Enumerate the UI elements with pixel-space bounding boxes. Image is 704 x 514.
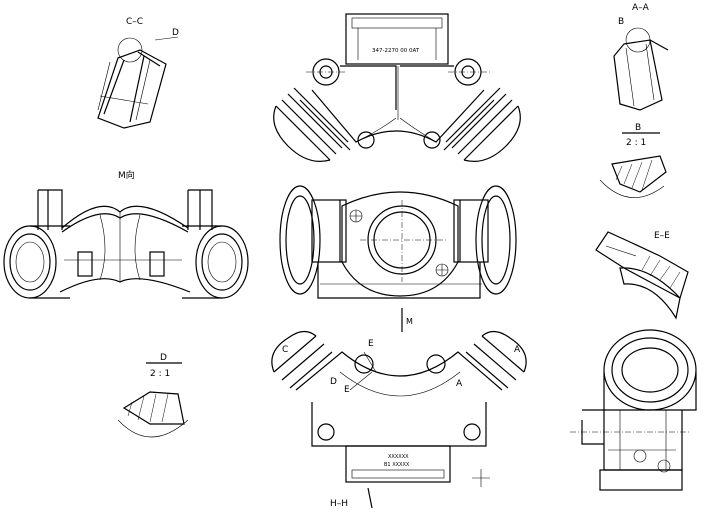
label-a-mark-right: A [514, 345, 521, 355]
label-b-scale-letter: B [635, 123, 641, 133]
label-m-arrow: M [406, 317, 413, 326]
m-arrow: M [401, 308, 413, 332]
label-cc: C–C [126, 17, 143, 27]
label-b-top: B [618, 17, 624, 27]
label-c-mark: C [282, 345, 288, 355]
detail-b: B 2 : 1 [599, 123, 667, 198]
view-front [279, 185, 517, 299]
section-cc: C–C D [97, 17, 179, 129]
section-aa: A–A B [613, 3, 669, 111]
detail-d: D 2 : 1 [117, 353, 189, 438]
view-top: 347-2270 00 0AT [273, 13, 521, 162]
label-aa: A–A [632, 3, 650, 13]
stamp-code: XXXXXX [388, 454, 409, 460]
label-m-view: M向 [118, 169, 135, 181]
label-d-mark: D [330, 377, 337, 387]
section-ee: E–E [595, 231, 689, 320]
view-bottom: XXXXXX B1 XXXXX C E D E A A H–H [271, 330, 527, 509]
label-d-scale-value: 2 : 1 [150, 369, 170, 379]
label-e-mark-top: E [368, 339, 374, 349]
label-e-mark-low: E [344, 385, 350, 395]
part-number: 347-2270 00 0AT [372, 48, 420, 54]
label-d-top: D [172, 28, 179, 38]
label-b-scale-value: 2 : 1 [626, 138, 646, 148]
stamp-text: B1 XXXXX [384, 462, 410, 468]
view-m: M向 [3, 169, 249, 299]
label-ee: E–E [654, 231, 670, 241]
view-right [570, 329, 697, 491]
label-a-mark-mid: A [456, 379, 463, 389]
label-d-scale-letter: D [160, 353, 167, 363]
label-hh: H–H [330, 499, 348, 509]
